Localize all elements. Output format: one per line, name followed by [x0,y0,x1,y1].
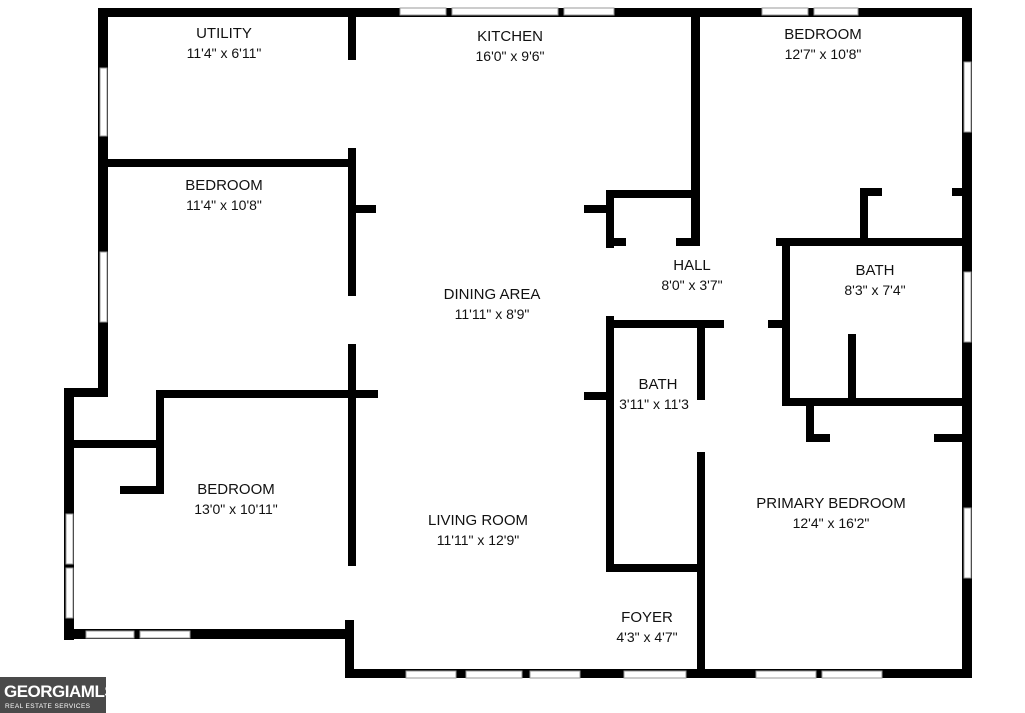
window [99,251,108,323]
window [399,7,447,16]
room-name-dining-area: DINING AREA [444,286,541,303]
window [465,670,523,679]
room-name-utility: UTILITY [196,25,252,42]
room-dim-hall: 8'0" x 3'7" [661,277,722,293]
room-name-foyer: FOYER [621,609,673,626]
windows [65,7,972,679]
window [139,630,191,639]
room-dim-living-room: 11'11" x 12'9" [437,532,520,548]
interior-walls [64,8,972,678]
window [85,630,135,639]
room-dim-bedroom-w: 11'4" x 10'8" [186,197,262,213]
window [963,507,972,579]
door-opening [623,670,687,679]
exterior-walls [64,8,972,678]
window [813,7,859,16]
room-labels: UTILITY 11'4" x 6'11" KITCHEN 16'0" x 9'… [185,25,906,645]
room-name-bath-e: BATH [856,262,895,279]
room-name-kitchen: KITCHEN [477,28,543,45]
window [963,61,972,133]
window [65,513,74,565]
room-name-hall: HALL [673,257,711,274]
window [529,670,581,679]
room-dim-dining-area: 11'11" x 8'9" [455,306,530,322]
window [761,7,809,16]
room-dim-bath-e: 8'3" x 7'4" [844,282,905,298]
room-name-living-room: LIVING ROOM [428,512,528,529]
window [755,670,817,679]
room-dim-kitchen: 16'0" x 9'6" [476,48,545,64]
window [451,7,559,16]
room-name-primary-bedroom: PRIMARY BEDROOM [756,495,905,512]
room-dim-foyer: 4'3" x 4'7" [616,629,677,645]
logo-brand: GEORGIAMLS [4,682,116,701]
window [563,7,615,16]
window [821,670,883,679]
room-name-bath-center: BATH [639,376,678,393]
window [963,271,972,343]
window [405,670,457,679]
room-name-bedroom-ne: BEDROOM [784,26,862,43]
window [99,67,108,137]
room-dim-bedroom-ne: 12'7" x 10'8" [785,46,862,62]
georgia-mls-logo: GEORGIAMLS REAL ESTATE SERVICES [0,677,116,713]
room-dim-primary-bedroom: 12'4" x 16'2" [793,515,870,531]
room-dim-bath-center: 3'11" x 11'3 [619,396,689,412]
room-dim-bedroom-sw: 13'0" x 10'11" [194,501,278,517]
room-name-bedroom-sw: BEDROOM [197,481,275,498]
logo-tagline: REAL ESTATE SERVICES [5,703,91,710]
window [65,567,74,619]
room-dim-utility: 11'4" x 6'11" [187,45,262,61]
room-name-bedroom-w: BEDROOM [185,177,263,194]
